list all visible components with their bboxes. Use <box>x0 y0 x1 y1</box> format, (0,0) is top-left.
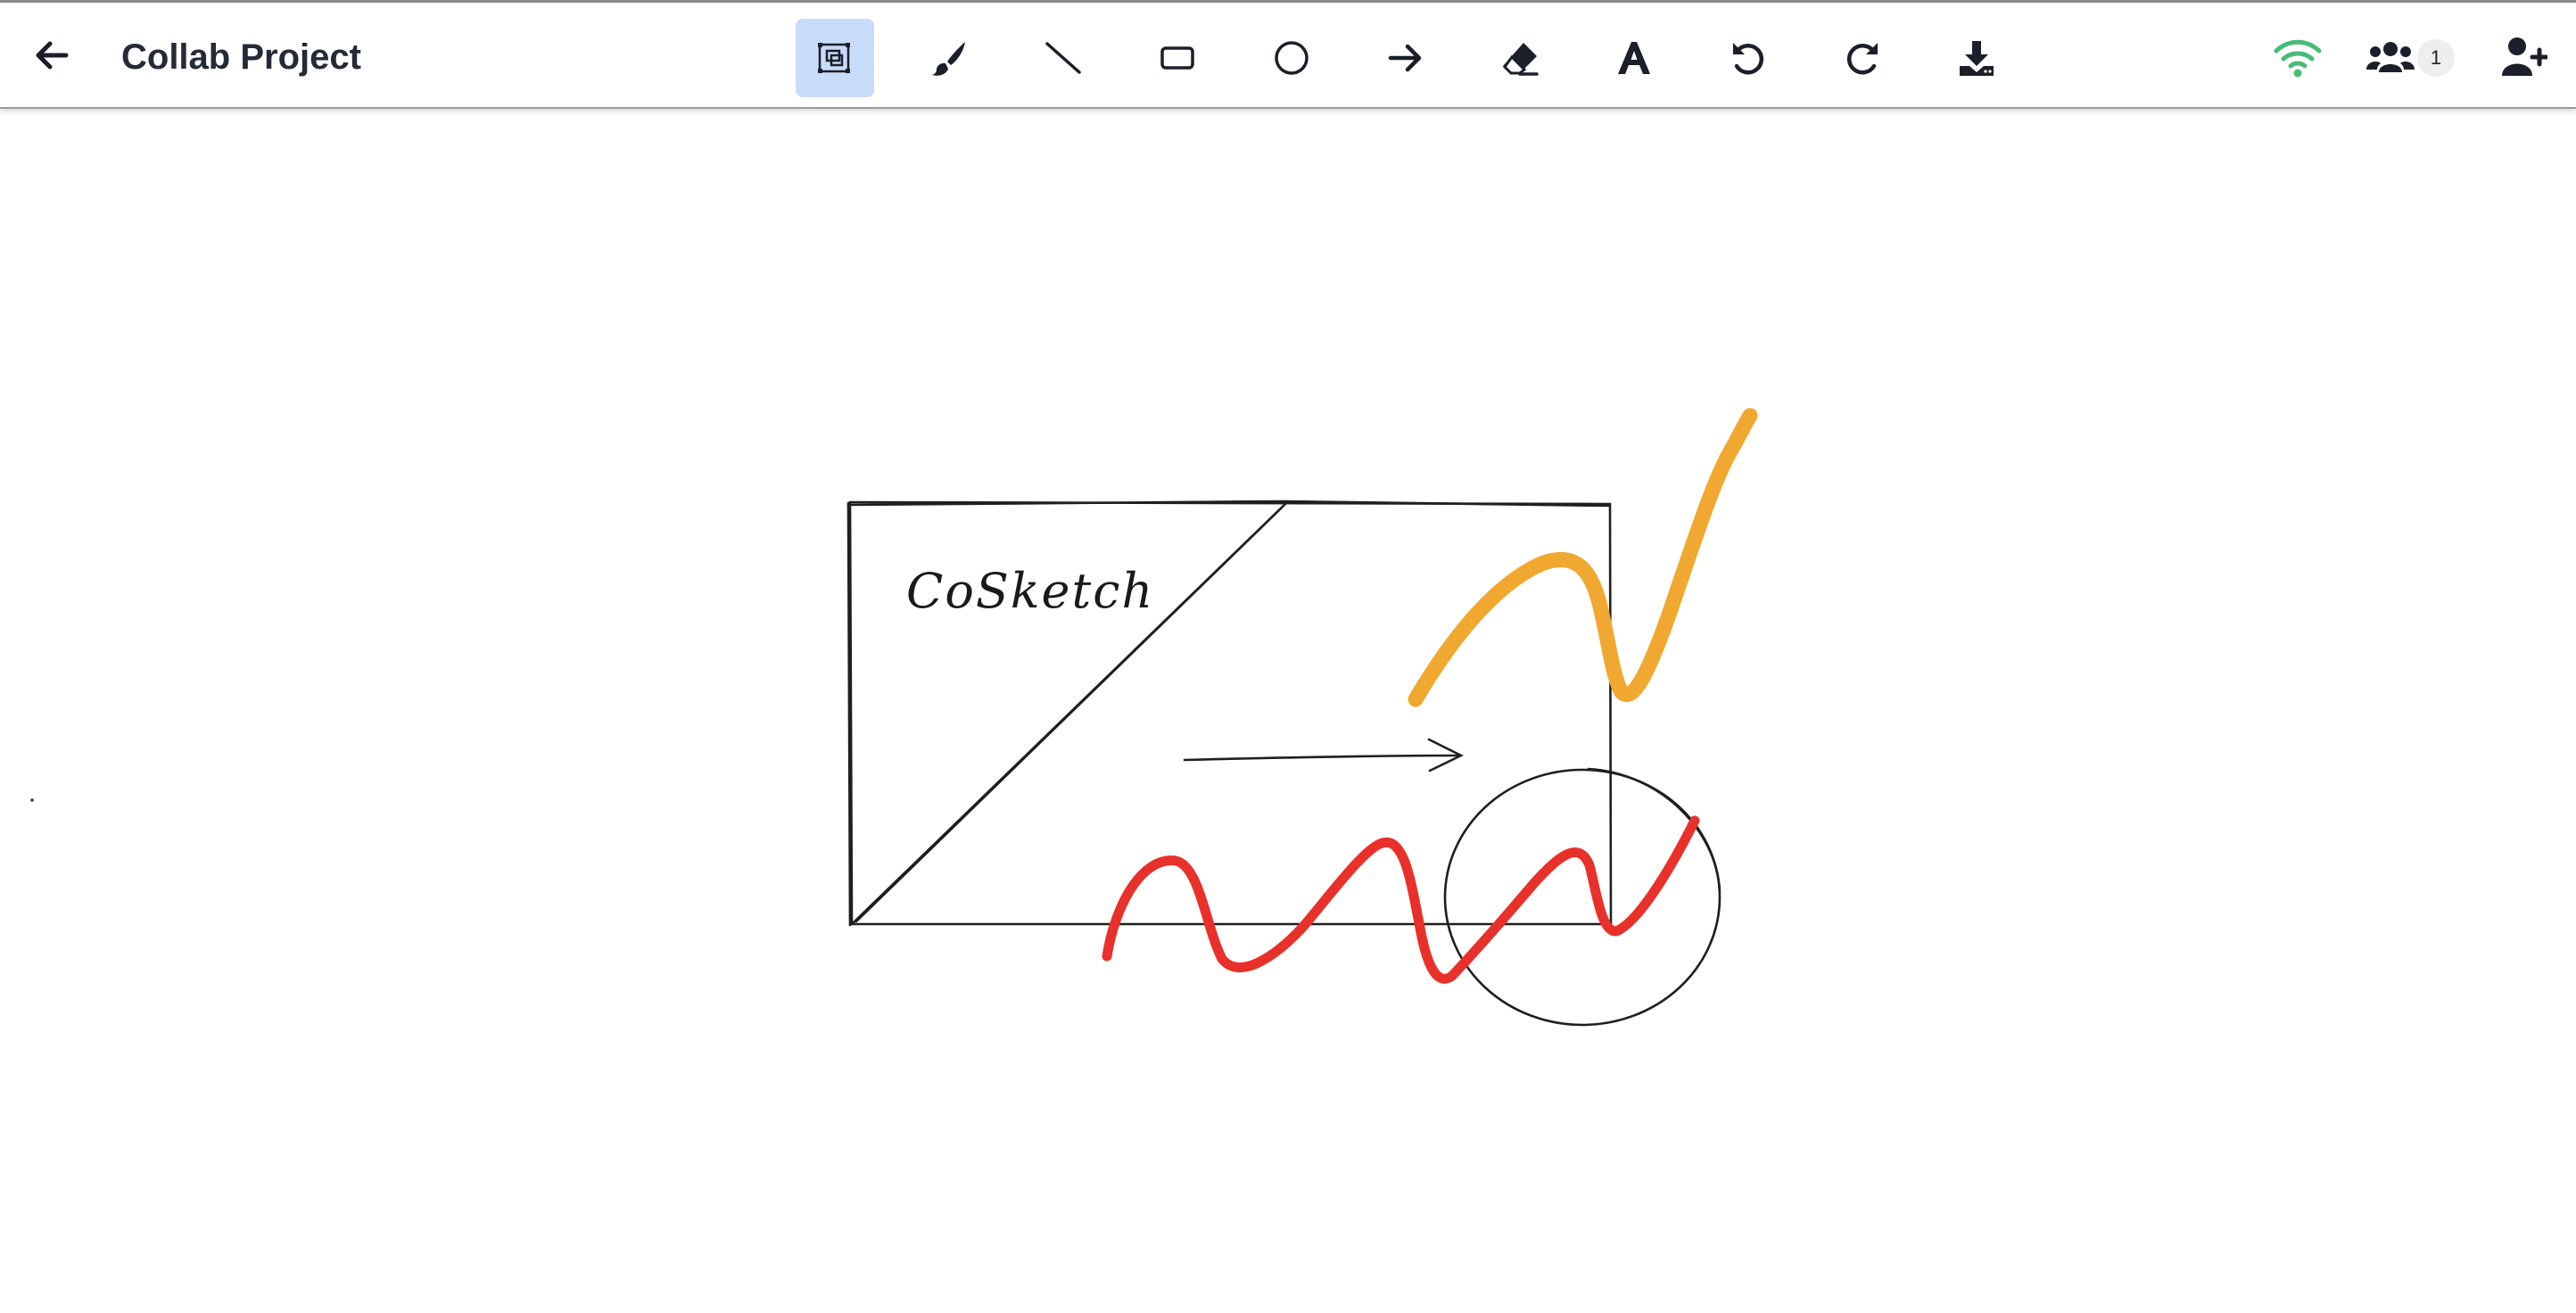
sketch-circle <box>1443 767 1721 1027</box>
tool-brush[interactable] <box>910 19 988 97</box>
line-icon <box>1045 42 1081 74</box>
red-brush-stroke <box>1102 815 1700 984</box>
eraser-icon <box>1503 43 1539 76</box>
rectangle-icon <box>1160 46 1194 70</box>
arrow-right-icon <box>1388 44 1422 72</box>
undo-icon <box>1733 43 1764 75</box>
users-icon[interactable] <box>2365 37 2415 79</box>
wifi-icon <box>2274 39 2322 78</box>
user-count-badge: 1 <box>2417 39 2455 77</box>
brush-icon <box>932 42 965 76</box>
tool-eraser[interactable] <box>1481 19 1559 97</box>
tool-line[interactable] <box>1024 19 1102 97</box>
canvas-text-label: CoSketch <box>906 563 1154 619</box>
tool-select[interactable] <box>796 19 874 97</box>
tool-arrow[interactable] <box>1366 19 1445 97</box>
tool-text[interactable] <box>1595 19 1673 97</box>
download-icon <box>1960 41 1994 76</box>
orange-brush-stroke <box>1408 408 1758 707</box>
sketch-diagonal-line <box>850 502 1287 926</box>
sketch-arrow <box>1183 738 1464 772</box>
canvas-surface: CoSketch <box>30 408 1758 1027</box>
tool-rectangle[interactable] <box>1138 19 1217 97</box>
circle-icon <box>1275 41 1309 75</box>
drawing-canvas[interactable]: CoSketch <box>0 111 2576 1313</box>
text-icon <box>1618 42 1650 74</box>
redo-icon <box>1846 43 1878 75</box>
tool-download[interactable] <box>1937 19 2016 97</box>
tool-undo[interactable] <box>1709 19 1788 97</box>
select-icon <box>818 43 850 73</box>
arrow-left-icon <box>36 41 69 70</box>
tool-circle[interactable] <box>1252 19 1331 97</box>
back-button[interactable] <box>27 30 77 80</box>
project-title: Collab Project <box>121 37 361 77</box>
top-toolbar: Collab Project <box>0 0 2576 109</box>
add-user-icon[interactable] <box>2499 35 2547 79</box>
stray-dot <box>30 798 34 802</box>
drawing-tools <box>796 19 2016 97</box>
tool-redo[interactable] <box>1823 19 1902 97</box>
